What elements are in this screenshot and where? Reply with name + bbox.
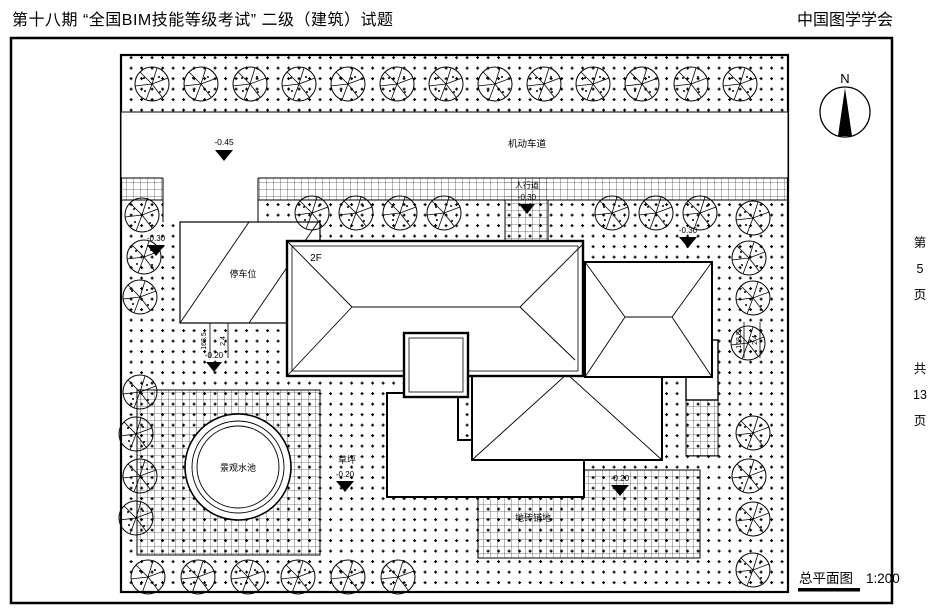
building-annex — [402, 331, 470, 399]
pool-outer-ring — [184, 413, 292, 521]
north-arrow-needle — [838, 88, 852, 136]
dim-west-a: 168.5 — [201, 332, 208, 350]
page-number-block: 第 5 页 共 13 页 — [913, 236, 927, 428]
elevation-marker-ramp: -0.20 — [205, 351, 224, 372]
east-annex-paving — [685, 399, 719, 457]
road-label: 机动车道 — [508, 138, 547, 150]
dim-east-a: 168.5 — [736, 331, 743, 349]
lawn-label: 草坪 — [338, 454, 356, 465]
page-number: 5 — [917, 262, 924, 276]
elevation-marker-road: -0.45 — [214, 137, 234, 161]
pool-plaza: 景观水池 — [136, 389, 321, 556]
sidewalk-label: 人行道 — [515, 180, 539, 190]
elevation-marker-east-lawn: -0.30 — [679, 226, 698, 248]
page-prefix: 第 — [914, 236, 927, 250]
dim-west-b: 2.4 — [220, 336, 227, 346]
svg-text:-0.30: -0.30 — [147, 234, 166, 243]
east-ramp-dimensions: 168.5 2.4 — [736, 322, 761, 358]
total-suffix: 页 — [914, 414, 927, 428]
sheet-title: 第十八期 “全国BIM技能等级考试” 二级（建筑）试题 — [12, 12, 394, 29]
north-planting-strip — [120, 54, 789, 113]
paving-label: 地砖铺地 — [515, 512, 551, 523]
svg-text:-0.20: -0.20 — [336, 470, 355, 479]
elevation-marker-paving: -0.20 — [611, 474, 630, 496]
building-west-wing — [285, 239, 585, 378]
north-arrow-circle — [819, 86, 871, 138]
svg-text:-0.20: -0.20 — [205, 351, 224, 360]
building: 2F — [285, 239, 713, 498]
pool-label: 景观水池 — [220, 462, 256, 473]
elevation-marker-west-strip: -0.30 — [147, 234, 166, 256]
north-arrow: N — [819, 71, 871, 138]
svg-text:-0.45: -0.45 — [214, 137, 234, 147]
drawing-scale: 1:200 — [866, 571, 900, 586]
parking-label: 停车位 — [229, 268, 256, 279]
svg-text:-0.30: -0.30 — [679, 226, 698, 235]
svg-text:-0.30: -0.30 — [518, 193, 537, 202]
svg-text:-0.20: -0.20 — [611, 474, 630, 483]
driveway — [162, 177, 259, 222]
drawing-frame — [9, 36, 894, 605]
north-label: N — [840, 71, 849, 86]
vehicle-road — [120, 111, 789, 179]
organization-title: 中国图学学会 — [797, 12, 894, 29]
elevation-marker-sidewalk: 人行道 -0.30 — [515, 180, 539, 214]
site-area: 停车位 景观水池 — [118, 53, 790, 595]
drawing-name: 总平面图 — [799, 571, 853, 586]
building-east-wing — [584, 261, 713, 378]
drawing-title-block: 总平面图 1:200 — [798, 571, 900, 592]
building-floor-label: 2F — [310, 253, 322, 264]
dim-east-b: 2.4 — [752, 335, 759, 345]
total-number: 13 — [913, 388, 927, 402]
drawing-name-underline — [798, 588, 860, 592]
west-ramp-dimensions: 168.5 2.4 — [201, 323, 229, 358]
total-prefix: 共 — [914, 362, 927, 376]
page-suffix: 页 — [914, 288, 927, 302]
elevation-marker-lawn: 草坪 -0.20 — [336, 454, 356, 492]
